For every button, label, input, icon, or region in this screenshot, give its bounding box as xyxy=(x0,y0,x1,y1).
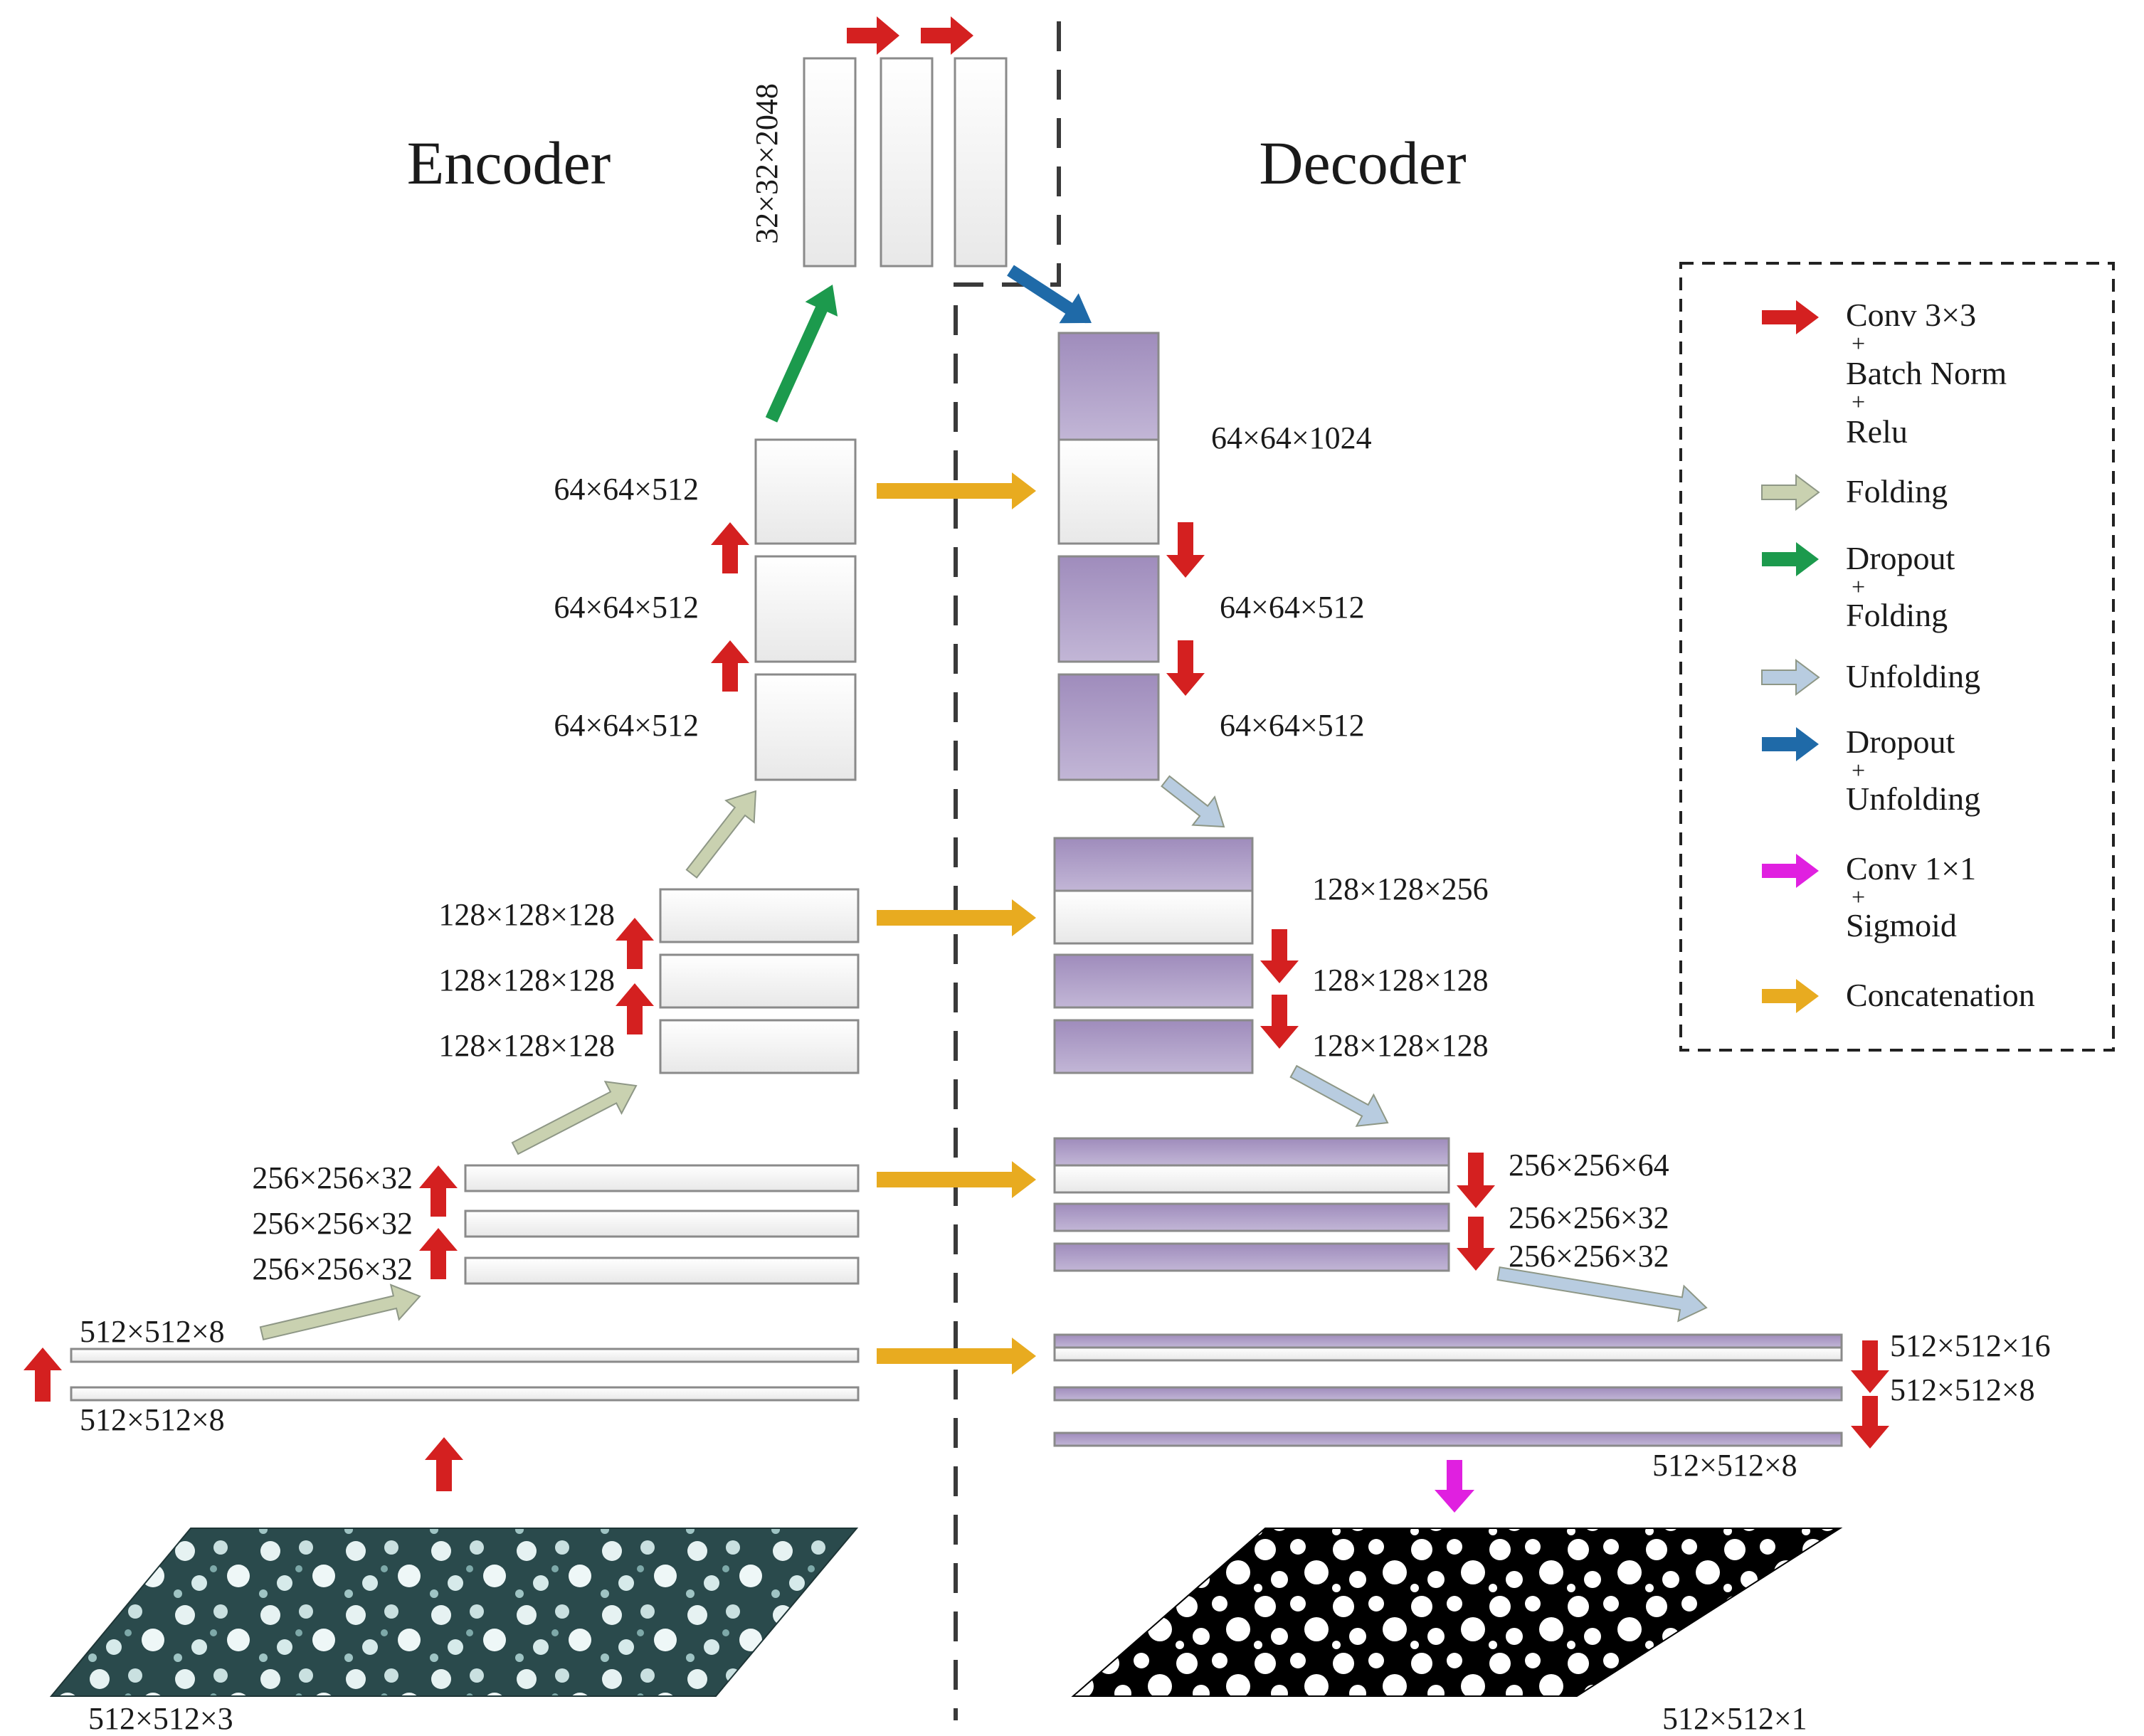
conv-arrow-enc512 xyxy=(23,1348,62,1402)
enc256-label-2: 256×256×32 xyxy=(252,1206,413,1241)
legend-conv1-arrow xyxy=(1762,854,1819,888)
legend-conv3-plus1: + xyxy=(1852,331,1865,357)
legend-dropout-folding-plus: + xyxy=(1852,574,1865,600)
conv-arrow-dec64-1 xyxy=(1166,522,1205,578)
decoder-level512-blocks xyxy=(1053,1333,1843,1447)
legend-dropout-folding-arrow xyxy=(1762,542,1819,576)
enc128-label-3: 128×128×128 xyxy=(438,1028,615,1063)
output-mask-image xyxy=(1071,1528,1843,1697)
legend-unfolding-line1: Unfolding xyxy=(1846,658,1980,694)
arrows-layer xyxy=(23,16,1889,1513)
conv-arrow-enc128-1 xyxy=(616,918,654,969)
legend-conv1-plus: + xyxy=(1852,884,1865,911)
dec128-label-3: 128×128×128 xyxy=(1312,1028,1489,1063)
conv-arrow-dec512-1 xyxy=(1851,1340,1889,1393)
legend-conv3-arrow xyxy=(1762,300,1819,334)
output-label: 512×512×1 xyxy=(1662,1701,1807,1736)
dec64-label-3: 64×64×512 xyxy=(1220,708,1365,743)
folding-arrow-128-64 xyxy=(685,790,757,879)
encoder-level64-blocks xyxy=(754,438,857,781)
concat-arrow-128 xyxy=(877,899,1036,936)
enc512-label-1: 512×512×8 xyxy=(80,1314,225,1349)
enc128-label-1: 128×128×128 xyxy=(438,897,615,932)
conv-arrow-enc128-2 xyxy=(616,983,654,1034)
enc256-label-3: 256×256×32 xyxy=(252,1251,413,1286)
conv-arrow-enc64-2 xyxy=(711,640,749,692)
dropout-unfolding-arrow xyxy=(1007,265,1092,324)
input-label: 512×512×3 xyxy=(88,1701,233,1736)
enc256-label-1: 256×256×32 xyxy=(252,1160,413,1195)
enc64-label-2: 64×64×512 xyxy=(554,590,699,625)
decoder-level256-blocks xyxy=(1053,1137,1450,1272)
legend-conv3-line1: Conv 3×3 xyxy=(1846,297,1976,333)
unfolding-arrow-256-512 xyxy=(1496,1266,1708,1323)
dec128-label-2: 128×128×128 xyxy=(1312,963,1489,997)
legend-dropout-folding-line2: Folding xyxy=(1846,597,1948,633)
legend-folding-arrow xyxy=(1761,474,1820,511)
legend-conv3-plus2: + xyxy=(1852,389,1865,416)
decoder-level64-blocks xyxy=(1057,332,1160,781)
decoder-title: Decoder xyxy=(1259,129,1466,197)
enc128-label-2: 128×128×128 xyxy=(438,963,615,997)
enc64-label-1: 64×64×512 xyxy=(554,472,699,507)
dec512-label-3: 512×512×8 xyxy=(1652,1448,1797,1483)
dec64-label-2: 64×64×512 xyxy=(1220,590,1365,625)
encoder-level128-blocks xyxy=(659,888,860,1074)
dec256-label-2: 256×256×32 xyxy=(1509,1200,1669,1235)
conv-arrow-dec512-2 xyxy=(1851,1396,1889,1449)
encoder-level256-blocks xyxy=(464,1164,860,1285)
legend-box xyxy=(1679,262,2115,1052)
encoder-level512-blocks xyxy=(70,1348,860,1402)
encoder-decoder-separator xyxy=(954,21,1061,1720)
conv-arrow-dec64-2 xyxy=(1166,640,1205,696)
legend-dropout-unfolding-line1: Dropout xyxy=(1846,724,1955,760)
legend-concat-arrow xyxy=(1762,979,1819,1013)
folding-arrow-256-128 xyxy=(511,1081,638,1155)
legend-conv3-line2: Batch Norm xyxy=(1846,355,2007,391)
decoder-level128-blocks xyxy=(1053,837,1254,1074)
dec64-label-1: 64×64×1024 xyxy=(1211,420,1372,455)
bottleneck-block xyxy=(803,57,1008,268)
legend-folding-line1: Folding xyxy=(1846,473,1948,509)
dec512-label-2: 512×512×8 xyxy=(1890,1372,2035,1407)
input-satellite-image xyxy=(49,1528,859,1697)
conv-arrow-dec128-2 xyxy=(1260,995,1299,1049)
concat-arrow-256 xyxy=(877,1161,1036,1198)
legend-dropout-folding-line1: Dropout xyxy=(1846,540,1955,576)
conv-arrow-input xyxy=(425,1437,463,1491)
conv-arrow-dec128-1 xyxy=(1260,929,1299,983)
enc64-label-3: 64×64×512 xyxy=(554,708,699,743)
legend-dropout-unfolding-line2: Unfolding xyxy=(1846,780,1980,817)
enc512-label-2: 512×512×8 xyxy=(80,1402,225,1437)
conv-arrow-dec256-2 xyxy=(1457,1217,1495,1271)
bottleneck-label: 32×32×2048 xyxy=(749,83,784,244)
conv-arrow-bottleneck-1 xyxy=(847,16,899,55)
legend-conv1-line1: Conv 1×1 xyxy=(1846,850,1976,886)
legend-conv1-line2: Sigmoid xyxy=(1846,907,1957,943)
unfolding-arrow-128-256 xyxy=(1289,1064,1389,1127)
concat-arrow-512 xyxy=(877,1338,1036,1375)
dec256-label-3: 256×256×32 xyxy=(1509,1239,1669,1274)
unfolding-arrow-64-128 xyxy=(1161,775,1225,828)
conv-arrow-enc256-1 xyxy=(419,1165,458,1217)
conv1x1-arrow xyxy=(1435,1460,1474,1513)
dropout-folding-arrow xyxy=(765,285,838,423)
conv-arrow-enc64-1 xyxy=(711,522,749,573)
legend-conv3-line3: Relu xyxy=(1846,413,1908,450)
encoder-title: Encoder xyxy=(407,129,611,197)
conv-arrow-bottleneck-2 xyxy=(921,16,973,55)
legend: Conv 3×3 + Batch Norm + Relu Folding Dro… xyxy=(1679,262,2115,1052)
legend-dropout-unfolding-arrow xyxy=(1762,727,1819,761)
concat-arrow-64 xyxy=(877,472,1036,509)
folding-arrow-512-256 xyxy=(259,1284,421,1341)
conv-arrow-enc256-2 xyxy=(419,1228,458,1279)
legend-unfolding-arrow xyxy=(1761,659,1820,696)
dec512-label-1: 512×512×16 xyxy=(1890,1328,2051,1363)
dec256-label-1: 256×256×64 xyxy=(1509,1148,1669,1182)
dec128-label-1: 128×128×256 xyxy=(1312,872,1489,906)
legend-dropout-unfolding-plus: + xyxy=(1852,758,1865,784)
conv-arrow-dec256-1 xyxy=(1457,1153,1495,1208)
legend-concat-line1: Concatenation xyxy=(1846,977,2035,1013)
